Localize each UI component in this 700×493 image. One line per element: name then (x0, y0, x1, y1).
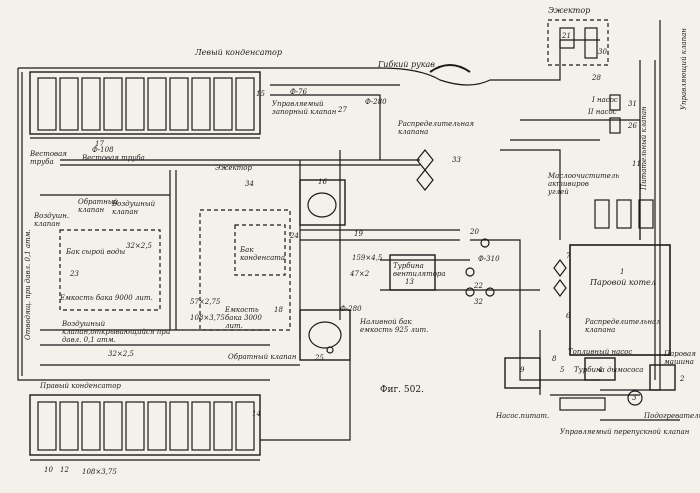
turbine-fan-label: Турбина вентилятора (393, 262, 446, 278)
callout-11: 11 (632, 160, 641, 168)
check-valve-bottom-label: Обратный клапан (228, 353, 297, 361)
fuel-pump-label: Топливный насос (568, 348, 633, 356)
callout-27: 27 (338, 106, 347, 114)
steam-boiler (569, 244, 671, 356)
controlled-bypass-label: Управляемый перепускной клапан (560, 428, 690, 436)
figure-caption: Фиг. 502. (380, 385, 424, 395)
preheater-label: Подогреватель (644, 412, 700, 420)
control-valve-right-label: Управляющий клапан (680, 28, 688, 110)
callout-21: 21 (562, 32, 571, 40)
callout-15: 15 (256, 90, 265, 98)
turbine-fan-box (389, 254, 436, 291)
pipe-47-label: 47×2 (350, 270, 370, 278)
test-condenser (29, 394, 261, 461)
control-valve-label: Управляемый запорный клапан (272, 100, 337, 116)
callout-23: 23 (70, 270, 79, 278)
callout-25: 25 (315, 354, 324, 362)
raw-water-tank-label: Бак сырой воды (66, 248, 126, 256)
steam-engine-label: Паровая машина (664, 350, 696, 366)
callout-16: 16 (318, 178, 327, 186)
vent-pipe-left-label: Вестовая труба (30, 150, 67, 166)
callout-31: 31 (628, 100, 637, 108)
inlet-pipe-label: Отводящ. при давл. 0,1 атм. (24, 229, 32, 340)
distribution-valve-top-label: Распределительная клапана (398, 120, 474, 136)
phi108-label: Ф-108 (92, 146, 114, 154)
air-valve-left-label: Воздушн. клапан (34, 212, 70, 228)
callout-7: 7 (566, 252, 571, 260)
phi280-top-label: Ф-280 (365, 98, 387, 106)
callout-8: 8 (552, 355, 557, 363)
callout-20: 20 (470, 228, 479, 236)
callout-17: 17 (95, 140, 104, 148)
callout-1: 1 (620, 268, 625, 276)
oil-cooler-label: Маслоочиститель активиров углей (548, 172, 620, 196)
pipe-280-label: Ф-280 (340, 305, 362, 313)
back-valve-label: Обратный клапан (78, 198, 119, 214)
pipe-310-label: Ф-310 (478, 255, 500, 263)
pipe-108b-label: 108×3,75 (82, 468, 117, 476)
callout-14: 14 (252, 410, 261, 418)
callout-33: 33 (452, 156, 461, 164)
tank-capacity-label: Емкость бака 9000 лит. (60, 294, 153, 302)
oil-cooler-1 (594, 199, 610, 229)
callout-9: 9 (520, 366, 525, 374)
vent-pipe-2-label: Вестовая труба (82, 154, 145, 162)
pipe-32c-label: 32×2,5 (108, 350, 134, 358)
pipe-159-label: 159×4,5 (352, 254, 383, 262)
condensate-capacity-label: Емкость бака 3000 лит. (225, 306, 262, 330)
raw-water-tank (59, 229, 161, 311)
pump-1-label: I насос (592, 96, 618, 104)
callout-6: 6 (566, 312, 571, 320)
suction-pump-label: Насос.питат. (496, 412, 550, 420)
ejector-mid-label: Эжектор (215, 164, 252, 172)
distribution-valve-right-label: Распределительная клапана (585, 318, 661, 334)
callout-3: 3 (632, 394, 637, 402)
air-valve-note-label: Воздушный клапан,открывающийся при давл.… (62, 320, 171, 344)
feed-header-label: Питательный клапан (640, 106, 648, 190)
steam-boiler-label: Паровой котел (590, 278, 656, 287)
callout-30: 30 (598, 48, 607, 56)
callout-32: 32 (474, 298, 483, 306)
pipe-32-label: 32×2,5 (126, 242, 152, 250)
callout-19: 19 (354, 230, 363, 238)
callout-13: 13 (405, 278, 414, 286)
callout-5: 5 (560, 366, 565, 374)
test-condenser-label: Правый конденсатор (40, 382, 121, 390)
flexible-hose-label: Гибкий рукав (378, 60, 435, 69)
pipe-57-label: 57×2,75 (190, 298, 221, 306)
turbine-fan-right-label: Турбина дымососа (574, 366, 644, 374)
left-condenser (29, 71, 261, 139)
callout-34: 34 (245, 180, 254, 188)
callout-12: 12 (60, 466, 69, 474)
phi76-label: Ф-76 (290, 88, 308, 96)
callout-18: 18 (274, 306, 283, 314)
condensate-tank-label: Бак конденсата (240, 246, 286, 262)
ejector-top (547, 19, 609, 66)
callout-24: 24 (290, 232, 299, 240)
air-valve-right-label: Воздушный клапан (112, 200, 156, 216)
ejector-top-label: Эжектор (548, 6, 591, 15)
callout-2: 2 (680, 375, 685, 383)
callout-22: 22 (474, 282, 483, 290)
fill-tank-box (299, 309, 351, 361)
callout-4: 4 (598, 366, 603, 374)
callout-28: 28 (592, 74, 601, 82)
left-condenser-label: Левый конденсатор (195, 48, 282, 57)
feed-pump-box (299, 179, 346, 226)
pipe-108-label: 108×3,75 (190, 314, 225, 322)
callout-26: 26 (628, 122, 637, 130)
condensate-tank (199, 209, 291, 331)
fill-tank-label: Наливной бак емкость 925 лит. (360, 318, 429, 334)
pump-2-label: II насос (588, 108, 617, 116)
callout-10: 10 (44, 466, 53, 474)
